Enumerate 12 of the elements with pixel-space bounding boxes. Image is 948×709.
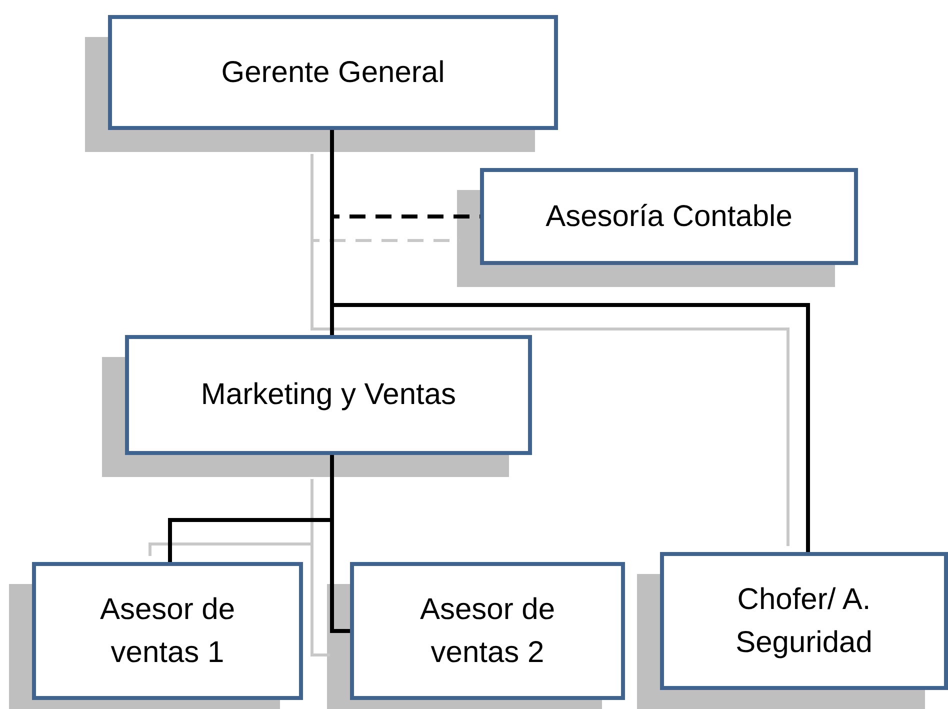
box-text: Chofer/ A. Seguridad [734, 582, 874, 661]
org-box [350, 562, 625, 700]
box-text: Marketing y Ventas [200, 377, 456, 414]
org-box [108, 15, 558, 130]
org-box [660, 552, 948, 690]
box-text: Asesoría Contable [546, 198, 792, 235]
org-box [480, 168, 858, 265]
box-text: Asesor de ventas 2 [418, 592, 556, 671]
box-text: Gerente General [221, 54, 445, 91]
box-text: Asesor de ventas 1 [98, 592, 236, 671]
org-box [32, 562, 303, 700]
org-box [125, 335, 532, 455]
